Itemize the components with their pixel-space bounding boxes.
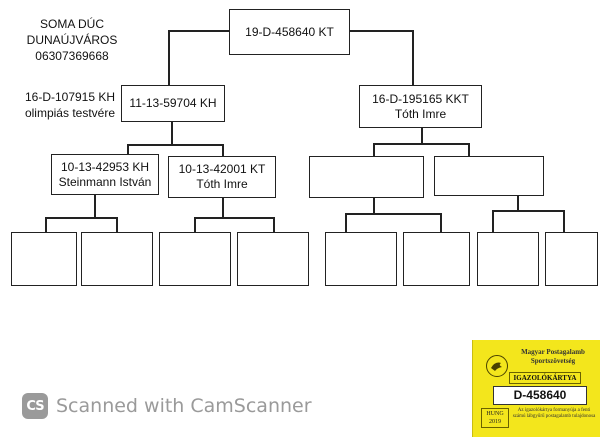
side-note: 16-D-107915 KH olimpiás testvére [10,89,130,121]
owner-info: SOMA DÚC DUNAÚJVÁROS 06307369668 [18,16,126,64]
connector [222,144,224,156]
side-note-ring: 16-D-107915 KH [24,90,116,104]
pedigree-sire-dam-box: 10-13-42001 KT Tóth Imre [168,156,276,198]
connector [222,198,224,217]
sire-sire-ring: 10-13-42953 KH [60,159,150,174]
connector [373,143,375,156]
card-organization: Magyar Postagalamb Sportszövetség [521,348,585,365]
card-year: 2019 [489,419,501,425]
owner-phone: 06307369668 [35,49,109,63]
pedigree-sire-sire-box: 10-13-42953 KH Steinmann István [51,154,159,195]
card-title: IGAZOLÓKÁRTYA [509,372,581,384]
connector [171,122,173,144]
connector [116,217,118,232]
pedigree-dam-sire-box [309,156,424,198]
sire-sire-breeder: Steinmann István [58,174,152,189]
connector [492,210,564,212]
pedigree-dam-box: 16-D-195165 KKT Tóth Imre [359,85,482,128]
connector [45,217,117,219]
connector [345,213,347,232]
connector [94,195,96,217]
connector [421,128,423,143]
connector [350,30,412,32]
connector [127,144,129,154]
dam-ring: 16-D-195165 KKT [372,91,469,106]
sire-dam-breeder: Tóth Imre [196,177,248,191]
pedigree-gen3-box [477,232,539,286]
connector [345,213,441,215]
pedigree-sire-box: 11-13-59704 KH [121,85,225,122]
card-country-year: HUNG 2019 [481,408,509,428]
pedigree-gen3-box [237,232,309,286]
connector [194,217,274,219]
owner-city: DUNAÚJVÁROS [26,33,118,47]
pedigree-gen3-box [11,232,77,286]
pedigree-dam-dam-box [434,156,544,196]
connector [194,217,196,232]
connector [563,210,565,232]
sire-dam-ring: 10-13-42001 KT [178,162,266,176]
pedigree-gen3-box [325,232,397,286]
pedigree-subject-box: 19-D-458640 KT [229,9,350,55]
card-number: D-458640 [493,386,587,405]
sire-ring: 11-13-59704 KH [129,96,217,110]
camscanner-watermark: CS Scanned with CamScanner [22,393,312,419]
connector [273,217,275,232]
subject-ring: 19-D-458640 KT [245,24,334,39]
connector [517,196,519,210]
pigeon-emblem-icon [486,355,508,377]
camscanner-text: Scanned with CamScanner [56,395,312,417]
connector [45,217,47,232]
owner-name: SOMA DÚC [39,17,104,31]
connector [412,30,414,86]
connector [127,144,223,146]
connector [440,213,442,232]
pedigree-gen3-box [159,232,231,286]
side-note-label: olimpiás testvére [24,106,116,120]
connector [168,30,230,32]
pedigree-gen3-box [81,232,153,286]
connector [373,143,469,145]
camscanner-logo-icon: CS [22,393,48,419]
dam-breeder: Tóth Imre [394,106,447,121]
id-card: Magyar Postagalamb Sportszövetség IGAZOL… [472,340,600,437]
card-country: HUNG [486,411,504,417]
connector [168,30,170,86]
connector [373,198,375,213]
pedigree-gen3-box [545,232,598,286]
card-note: Az igazolókártya formanyúja a fenti szám… [512,408,596,419]
connector [468,143,470,156]
pedigree-gen3-box [403,232,470,286]
connector [492,210,494,232]
